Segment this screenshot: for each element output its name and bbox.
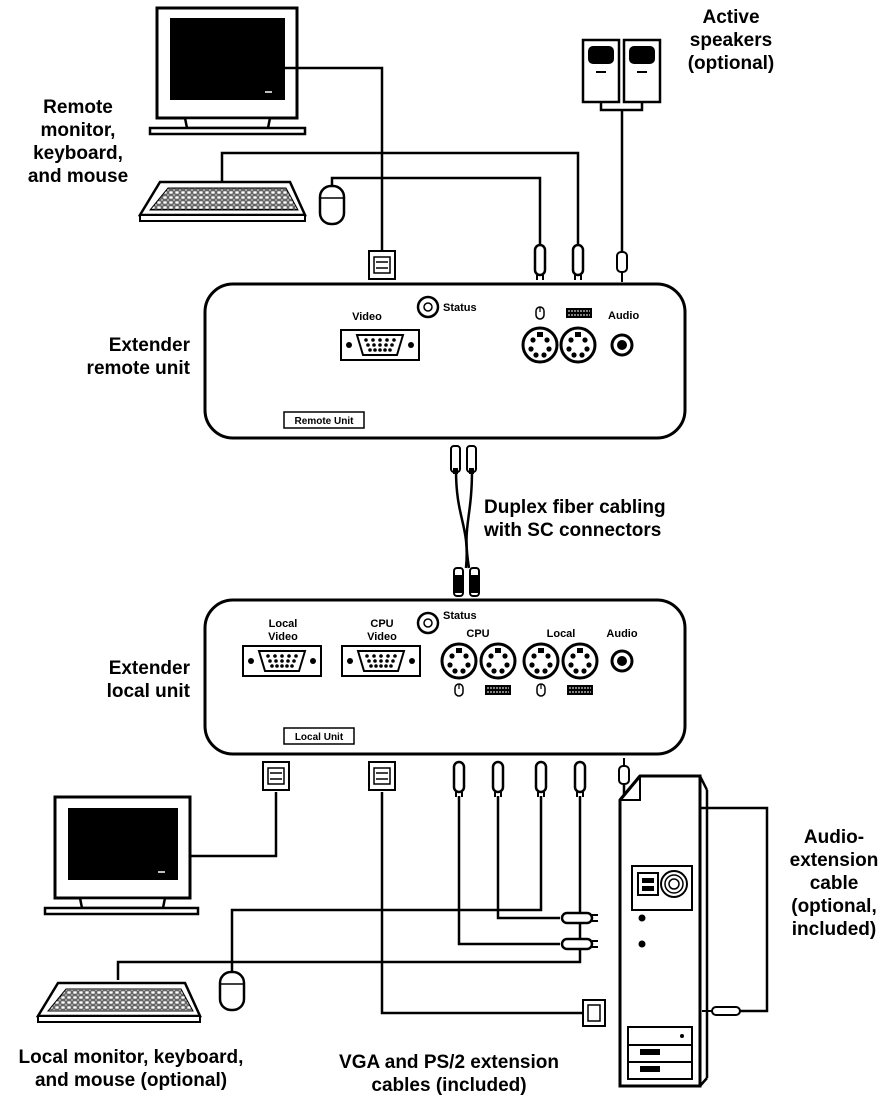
cpu-tower	[618, 774, 709, 1088]
local-ports-label: Local	[547, 628, 576, 640]
active-speakers-label: Active speakers (optional)	[687, 7, 775, 74]
remote-audio-label: Audio	[608, 310, 639, 322]
remote-mouse-port	[521, 326, 559, 364]
remote-video-label: Video	[352, 311, 382, 323]
keyboard-icon	[566, 684, 594, 696]
remote-unit-badge: Remote Unit	[295, 416, 355, 427]
vga-ps2-label: VGA and PS/2 extension cables (included)	[339, 1052, 559, 1096]
cpu-keyboard-port	[479, 642, 517, 680]
local-video-port	[242, 645, 322, 677]
local-mouse	[218, 970, 246, 1012]
remote-video-port	[340, 329, 420, 361]
local-keyboard-plug	[573, 760, 587, 799]
local-unit-badge: Local Unit	[295, 732, 344, 743]
extender-remote-label: Extender remote unit	[86, 335, 190, 379]
local-keyboard-port	[561, 642, 599, 680]
local-keyboard	[35, 981, 202, 1023]
local-status-label: Status	[443, 610, 477, 622]
keyboard-icon	[484, 684, 512, 696]
audio-plug-end	[702, 1006, 741, 1016]
cpu-video-label-1: CPU	[370, 618, 393, 630]
local-mouse-plug	[534, 760, 548, 799]
cpu-ports-label: CPU	[466, 628, 489, 640]
remote-monitor	[148, 6, 307, 136]
local-monitor	[43, 795, 200, 916]
keyboard-icon	[565, 307, 593, 319]
remote-keyboard	[137, 180, 307, 222]
fiber-cable	[450, 445, 480, 597]
local-mouse-port	[522, 642, 560, 680]
remote-keyboard-port	[559, 326, 597, 364]
remote-mouse-plug	[533, 243, 547, 282]
mouse-icon	[535, 306, 545, 320]
cpu-vga-plug	[368, 761, 396, 791]
local-video-label-2: Video	[268, 631, 298, 643]
cpu-keyboard-plug-end	[560, 911, 600, 925]
cpu-video-label-2: Video	[367, 631, 397, 643]
local-video-label-1: Local	[269, 618, 298, 630]
extender-local-unit: Local Video CPU Video Status CPU Local A…	[203, 598, 687, 756]
audio-cable-label: Audio- extension cable (optional, includ…	[789, 827, 879, 940]
local-audio-label: Audio	[606, 628, 637, 640]
local-vga-plug	[262, 761, 290, 791]
remote-peripherals-label: Remote monitor, keyboard, and mouse	[27, 97, 129, 187]
extender-remote-unit: Video Status Audio Remote Unit	[203, 282, 687, 440]
local-status-led	[416, 611, 440, 635]
remote-cables	[220, 66, 624, 252]
cpu-mouse-port	[440, 642, 478, 680]
remote-vga-plug	[368, 250, 396, 280]
remote-audio-plug	[616, 251, 628, 282]
remote-speakers	[581, 38, 662, 112]
local-audio-plug	[618, 758, 630, 785]
mouse-icon	[454, 683, 464, 697]
cpu-keyboard-plug	[491, 760, 505, 799]
remote-keyboard-plug	[571, 243, 585, 282]
remote-status-label: Status	[443, 302, 477, 314]
cpu-vga-plug-end	[582, 999, 606, 1027]
remote-mouse	[318, 184, 346, 226]
cpu-mouse-plug	[452, 760, 466, 799]
local-peripherals-label: Local monitor, keyboard, and mouse (opti…	[18, 1047, 244, 1091]
remote-status-led	[416, 295, 440, 319]
cpu-mouse-plug-end	[560, 937, 600, 951]
extender-local-label: Extender local unit	[106, 658, 190, 702]
mouse-icon	[536, 683, 546, 697]
cpu-video-port	[341, 645, 421, 677]
fiber-label: Duplex fiber cabling with SC connectors	[484, 497, 666, 541]
